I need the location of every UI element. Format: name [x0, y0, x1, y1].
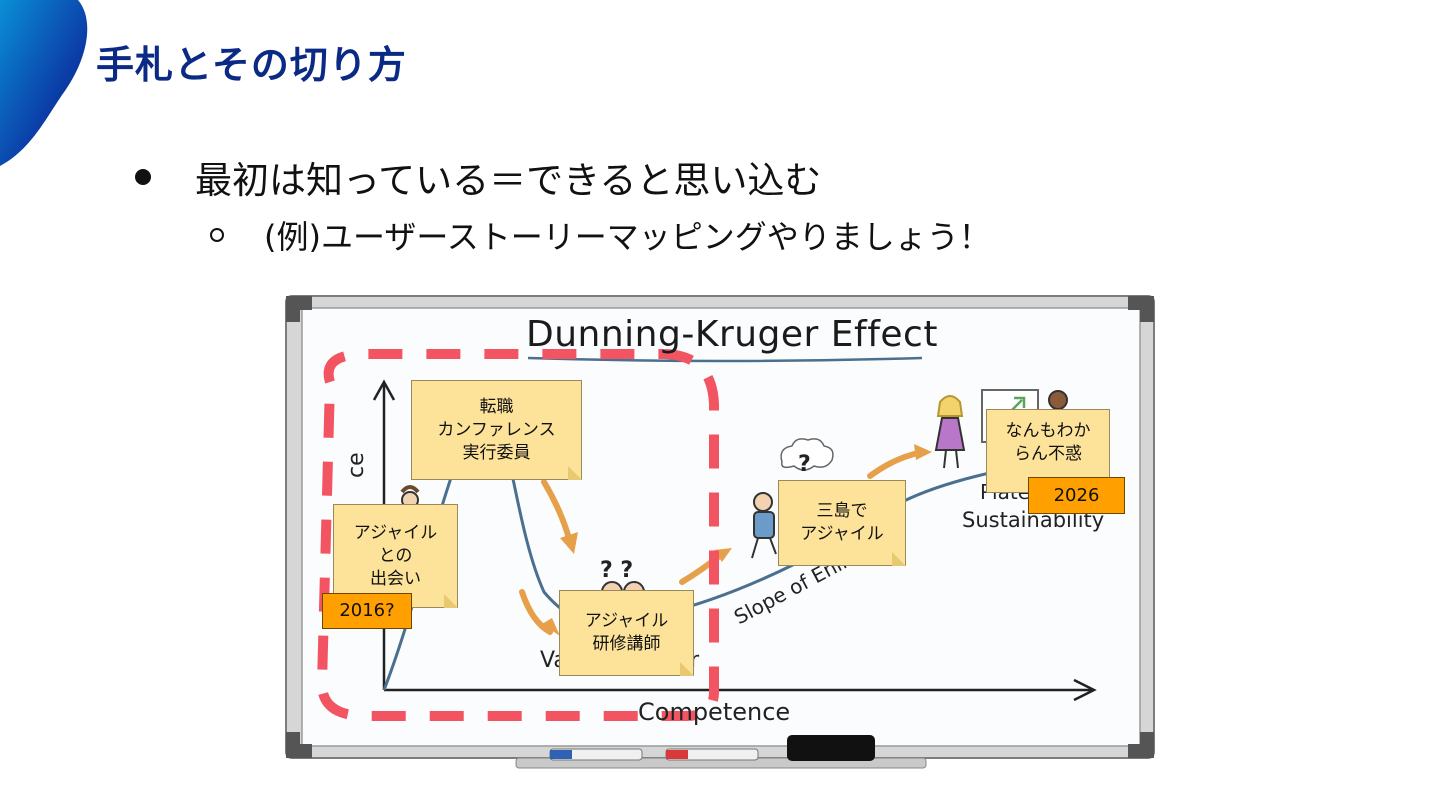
x-axis-label: Competence: [638, 698, 791, 726]
sticky-text: なんもわか らん不惑: [1005, 421, 1091, 464]
sticky-note-agile-trainer: アジャイル 研修講師: [559, 590, 694, 676]
corner-decoration: [0, 0, 88, 166]
figure-slope-icon: [751, 492, 777, 559]
sticky-note-career-change: 転職 カンファレンス 実行委員: [411, 380, 582, 480]
frame-corner-icon: [1128, 296, 1154, 322]
bullet-main-text: 最初は知っている＝できると思い込む: [195, 159, 822, 202]
bullet-sub: (例)ユーザーストーリーマッピングやりましょう！: [210, 212, 991, 258]
highlight-dashed-box: [316, 349, 719, 721]
frame-corner-icon: [1128, 732, 1154, 758]
bullet-circle-icon: [210, 228, 224, 242]
whiteboard-title: Dunning-Kruger Effect: [526, 314, 938, 355]
sticky-note-agile-encounter: アジャイル との 出会い: [333, 504, 458, 608]
bullet-sub-text: (例)ユーザーストーリーマッピングやりましょう！: [264, 218, 991, 256]
year-tag-start: 2016?: [322, 593, 412, 629]
sticky-note-mishima-agile: 三島で アジャイル: [778, 480, 906, 566]
question-marks: ? ?: [600, 558, 634, 583]
bullet-main: 最初は知っている＝できると思い込む: [135, 150, 821, 204]
sticky-text: アジャイル との 出会い: [353, 522, 438, 589]
year-tag-end: 2026: [1028, 477, 1125, 514]
slide-title: 手札とその切り方: [96, 43, 407, 87]
bullet-dot-icon: [135, 169, 151, 185]
sticky-text: 三島で アジャイル: [800, 501, 884, 544]
frame-corner-icon: [286, 296, 312, 322]
thought-question-mark: ?: [798, 452, 811, 477]
y-axis-label: ce: [344, 452, 369, 478]
sticky-text: 転職 カンファレンス 実行委員: [437, 396, 556, 463]
thought-bubble-icon: [780, 438, 834, 471]
frame-corner-icon: [286, 732, 312, 758]
sticky-text: アジャイル 研修講師: [584, 611, 669, 654]
whiteboard-image: Dunning-Kruger Effect ce Competence Va i…: [282, 292, 1158, 772]
